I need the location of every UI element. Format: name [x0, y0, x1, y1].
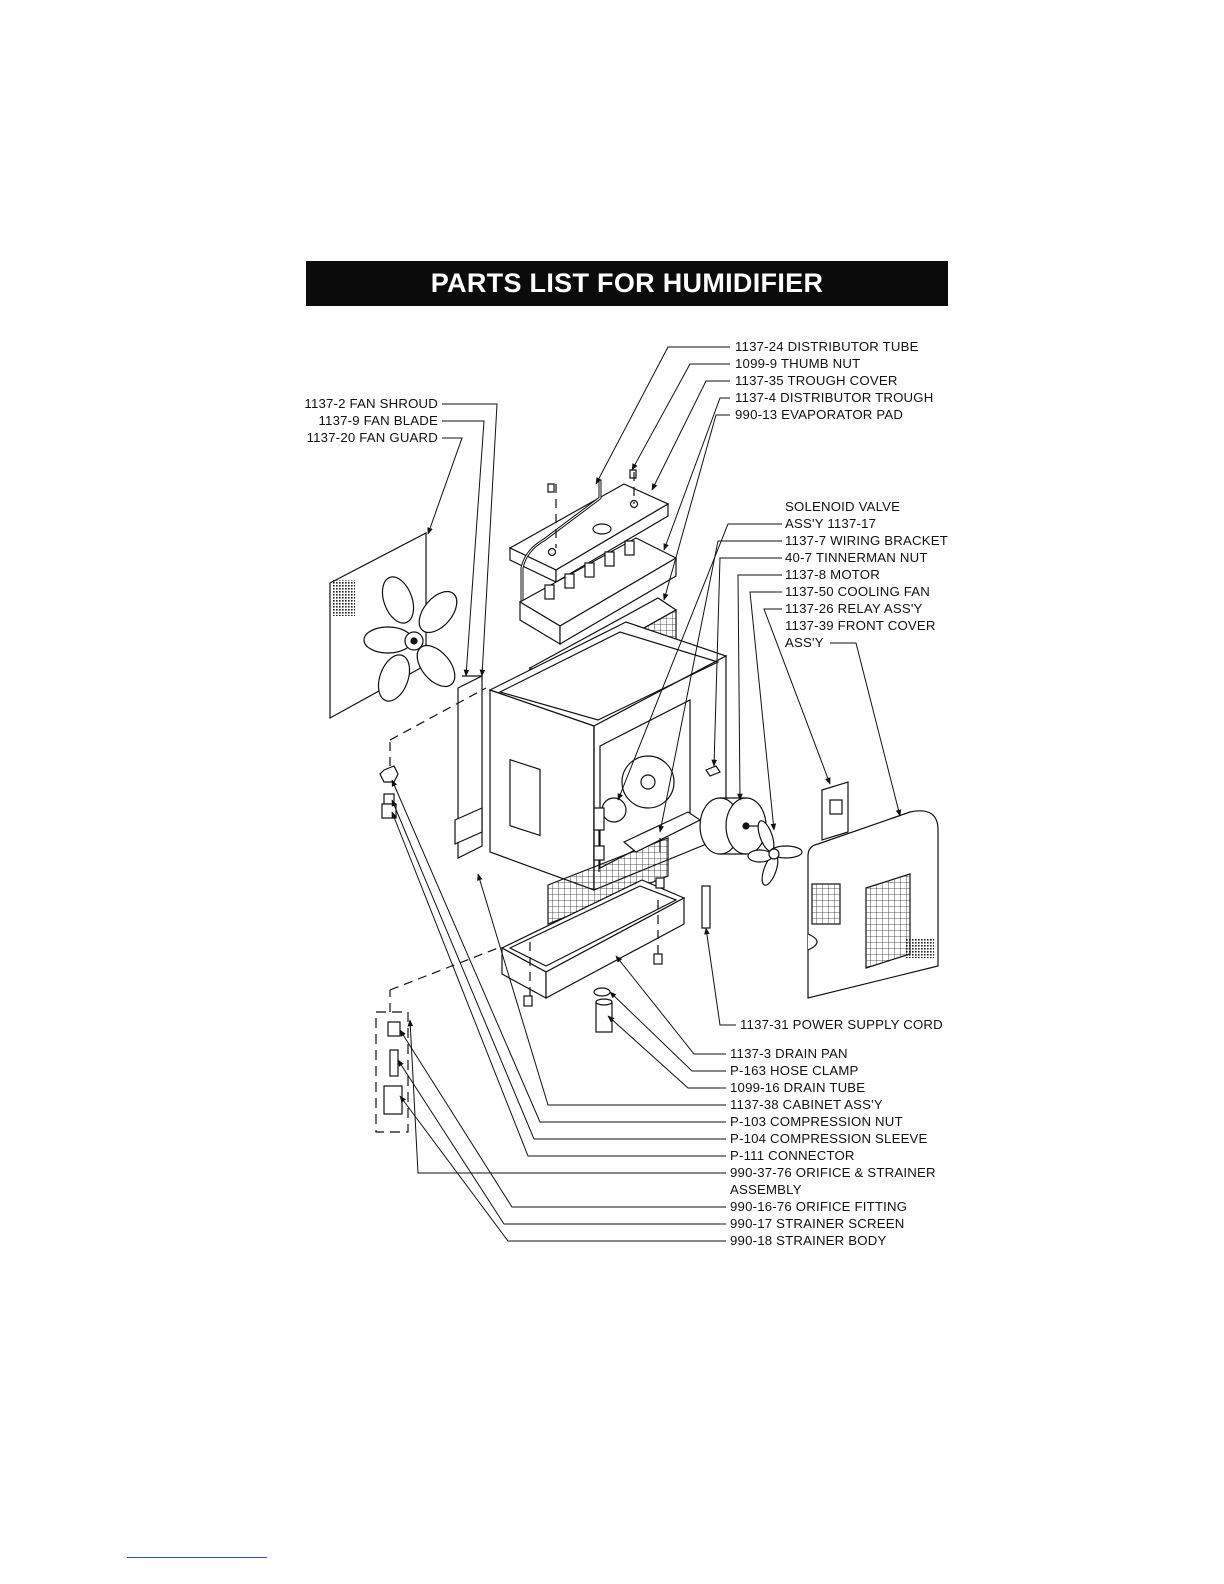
page-title: PARTS LIST FOR HUMIDIFIER: [430, 268, 824, 298]
fan-shroud: [454, 675, 483, 859]
drain-pan: [500, 879, 686, 1000]
relay-assy: [821, 781, 849, 841]
label-orifice-strainer-2: ASSEMBLY: [730, 1182, 802, 1197]
compression-sleeve: [383, 793, 395, 805]
label-distributor-trough: 1137-4 DISTRIBUTOR TROUGH: [735, 390, 934, 405]
label-front-cover: 1137-39 FRONT COVER: [785, 618, 936, 633]
label-evaporator-pad: 990-13 EVAPORATOR PAD: [735, 407, 904, 422]
motor: [699, 797, 767, 855]
label-solenoid-valve: SOLENOID VALVE: [785, 499, 901, 514]
fan-blade: [363, 576, 458, 702]
label-power-supply-cord: 1137-31 POWER SUPPLY CORD: [740, 1017, 943, 1032]
label-relay-assy: 1137-26 RELAY ASS'Y: [785, 601, 923, 616]
label-strainer-body: 990-18 STRAINER BODY: [730, 1233, 887, 1248]
label-compression-nut: P-103 COMPRESSION NUT: [730, 1114, 903, 1129]
label-orifice-fitting: 990-16-76 ORIFICE FITTING: [730, 1199, 908, 1214]
footer-rule: [127, 1557, 267, 1558]
power-supply-cord: [701, 885, 711, 929]
distributor-tube: [520, 480, 602, 610]
assembly-lines: [389, 472, 659, 1012]
trough-cover: [508, 483, 670, 584]
label-wiring-bracket: 1137-7 WIRING BRACKET: [785, 533, 948, 548]
label-drain-pan: 1137-3 DRAIN PAN: [730, 1046, 848, 1061]
label-thumb-nut: 1099-9 THUMB NUT: [735, 356, 861, 371]
cabinet: [488, 621, 728, 925]
distributor-trough: [518, 537, 678, 646]
hose-clamp: [593, 987, 611, 997]
label-cabinet-assy: 1137-38 CABINET ASS'Y: [730, 1097, 883, 1112]
label-fan-shroud: 1137-2 FAN SHROUD: [304, 396, 438, 411]
label-motor: 1137-8 MOTOR: [785, 567, 880, 582]
label-connector: P-111 CONNECTOR: [730, 1148, 855, 1163]
label-compression-sleeve: P-104 COMPRESSION SLEEVE: [730, 1131, 928, 1146]
drain-tube: [595, 998, 613, 1033]
cooling-fan: [747, 820, 803, 886]
label-orifice-strainer: 990-37-76 ORIFICE & STRAINER: [730, 1165, 936, 1180]
orifice-strainer-assembly: [375, 1011, 409, 1133]
label-drain-tube: 1099-16 DRAIN TUBE: [730, 1080, 866, 1095]
label-fan-guard: 1137-20 FAN GUARD: [306, 430, 438, 445]
compression-nut: [379, 765, 399, 783]
label-strainer-screen: 990-17 STRAINER SCREEN: [730, 1216, 905, 1231]
label-cooling-fan: 1137-50 COOLING FAN: [785, 584, 931, 599]
solenoid-valve: [593, 797, 627, 872]
label-tinnerman-nut: 40-7 TINNERMAN NUT: [785, 550, 928, 565]
label-hose-clamp: P-163 HOSE CLAMP: [730, 1063, 859, 1078]
tinnerman-nut: [705, 765, 721, 777]
label-solenoid-valve-2: ASS'Y 1137-17: [785, 516, 877, 531]
fan-guard: [329, 532, 427, 720]
leader-lines: [391, 346, 902, 1242]
title-bar: PARTS LIST FOR HUMIDIFIER: [306, 261, 948, 306]
label-distributor-tube: 1137-24 DISTRIBUTOR TUBE: [735, 339, 919, 354]
label-front-cover-2: ASS'Y: [785, 635, 824, 650]
label-fan-blade: 1137-9 FAN BLADE: [318, 413, 438, 428]
front-cover: [807, 810, 939, 999]
label-trough-cover: 1137-35 TROUGH COVER: [735, 373, 898, 388]
